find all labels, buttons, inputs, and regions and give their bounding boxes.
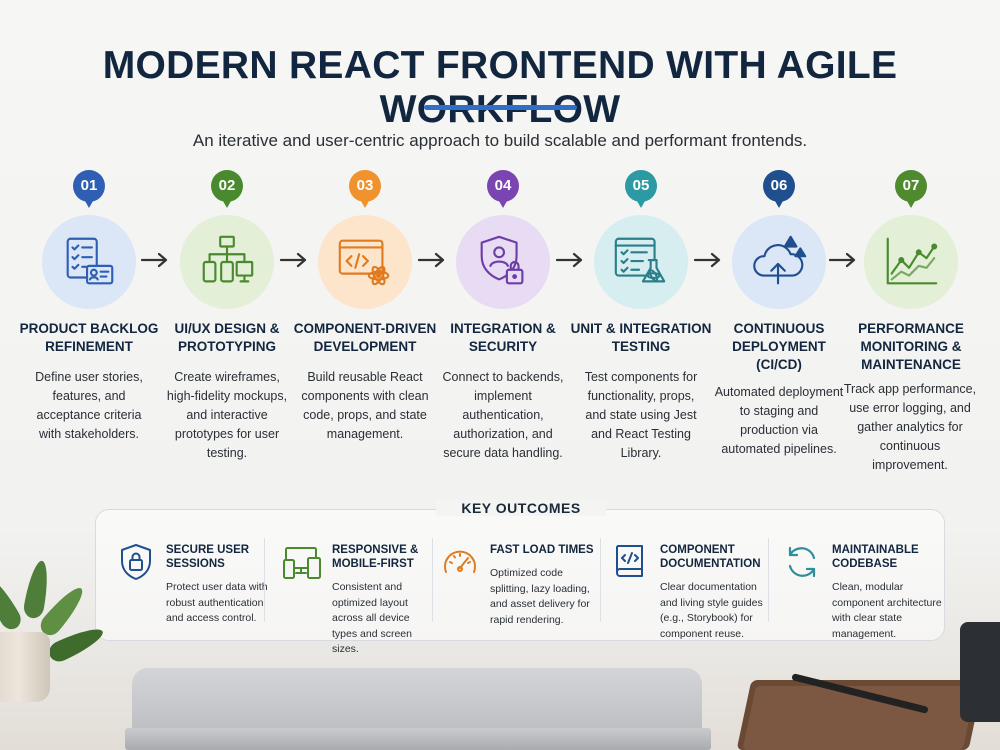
- arrow-right-icon: [693, 252, 721, 268]
- step-number-badge: 05: [625, 170, 657, 208]
- outcome-title: RESPONSIVE &MOBILE-FIRST: [332, 544, 419, 570]
- wireframe-devices-icon: [180, 215, 274, 309]
- backlog-checklist-icon: [42, 215, 136, 309]
- cloud-upload-icon: [732, 215, 826, 309]
- code-book-icon: [615, 545, 643, 577]
- step-number-badge: 01: [73, 170, 105, 208]
- page-title: MODERN REACT FRONTEND WITH AGILE WORKFLO…: [102, 44, 898, 131]
- step-description: Create wireframes,high-fidelity mockups,…: [166, 370, 288, 460]
- step-title: INTEGRATION &SECURITY: [450, 321, 556, 354]
- divider: [264, 538, 265, 622]
- arrow-right-icon: [417, 252, 445, 268]
- speedometer-icon: [444, 550, 476, 573]
- line-chart-icon: [864, 215, 958, 309]
- step-number-badge: 03: [349, 170, 381, 208]
- laptop-edge-decoration: [125, 728, 711, 750]
- shield-user-lock-icon: [456, 215, 550, 309]
- shield-lock-icon: [121, 544, 151, 580]
- divider: [432, 538, 433, 622]
- page-subtitle: An iterative and user-centric approach t…: [192, 131, 808, 150]
- responsive-devices-icon: [283, 547, 321, 579]
- arrow-right-icon: [555, 252, 583, 268]
- divider: [600, 538, 601, 622]
- title-underline: [424, 105, 577, 110]
- divider: [768, 538, 769, 622]
- step-number-badge: 04: [487, 170, 519, 208]
- step-description: Track app performance,use error logging,…: [843, 382, 977, 472]
- step-number-badge: 02: [211, 170, 243, 208]
- workflow-step-4: 04 INTEGRATION &SECURITY Connect to back…: [432, 170, 572, 490]
- outcome-title: FAST LOAD TIMES: [490, 544, 594, 556]
- workflow-step-2: 02 UI/UX DESIGN &PROTOTYPING Create wire…: [156, 170, 296, 490]
- step-number-badge: 07: [895, 170, 927, 208]
- arrow-right-icon: [828, 252, 856, 268]
- refresh-cycle-icon: [788, 546, 816, 578]
- step-title: UI/UX DESIGN &PROTOTYPING: [174, 321, 280, 354]
- arrow-right-icon: [140, 252, 168, 268]
- code-window-react-icon: [318, 215, 412, 309]
- arrow-right-icon: [279, 252, 307, 268]
- mug-decoration: [960, 622, 1000, 722]
- key-outcomes-heading: KEY OUTCOMES: [436, 500, 606, 516]
- step-number-badge: 06: [763, 170, 795, 208]
- test-checklist-flask-icon: [594, 215, 688, 309]
